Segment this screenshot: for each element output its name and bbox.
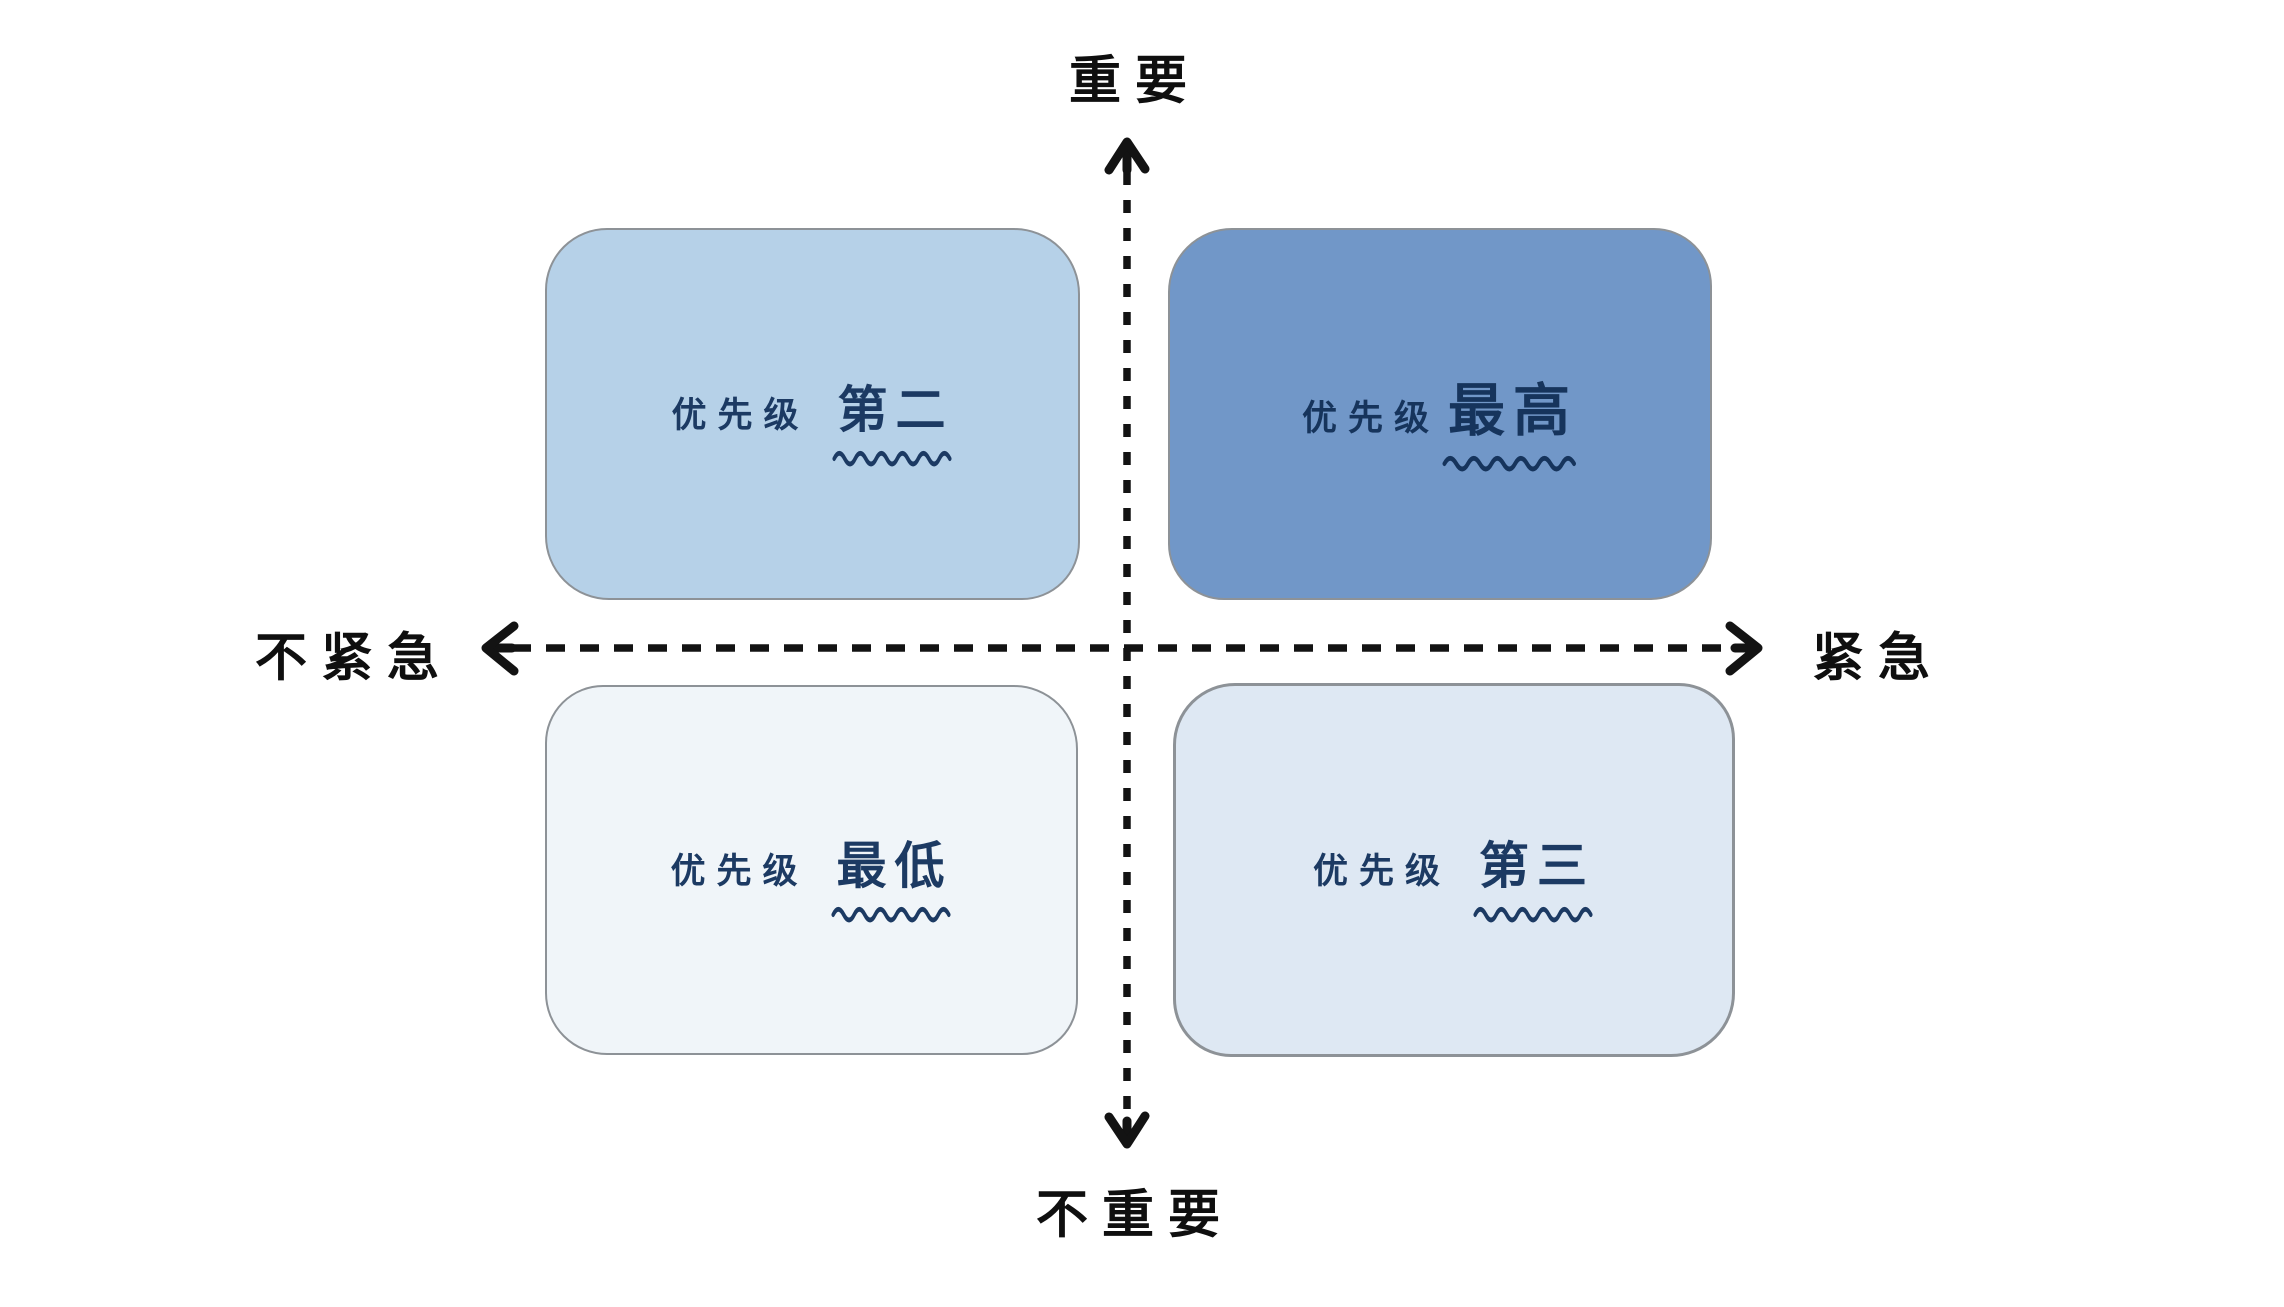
quadrant-level: 最低: [836, 837, 953, 895]
quadrant-level: 第二: [837, 381, 954, 439]
vertical-axis: [1104, 137, 1150, 1149]
axis-label-important: 重要: [1068, 51, 1202, 112]
quadrant-top-left: 优先级 第二: [545, 228, 1080, 600]
quadrant-bottom-right: 优先级 第三: [1173, 683, 1735, 1057]
axis-label-not-urgent: 不紧急: [254, 628, 454, 689]
wavy-underline-icon: [831, 906, 951, 923]
quadrant-level-wrap: 最高: [1442, 365, 1578, 472]
horizontal-axis: [481, 621, 1763, 676]
quadrant-bottom-left: 优先级 最低: [545, 685, 1078, 1055]
arrow-up-icon: [1104, 137, 1150, 175]
arrow-left-icon: [481, 621, 519, 676]
quadrant-prefix: 优先级: [1312, 852, 1451, 892]
quadrant-prefix: 优先级: [670, 852, 809, 892]
quadrant-prefix: 优先级: [1301, 399, 1440, 439]
quadrant-level-wrap: 第二: [832, 370, 954, 467]
wavy-underline-icon: [1442, 455, 1576, 472]
axis-label-urgent: 紧急: [1811, 628, 1945, 689]
quadrant-level-wrap: 第三: [1473, 826, 1595, 923]
quadrant-level: 第三: [1479, 837, 1595, 895]
quadrant-level: 最高: [1448, 378, 1578, 444]
quadrant-top-right: 优先级 最高: [1168, 228, 1712, 600]
quadrant-prefix: 优先级: [671, 396, 810, 436]
wavy-underline-icon: [832, 450, 952, 467]
arrow-right-icon: [1725, 621, 1763, 676]
axis-label-not-important: 不重要: [1035, 1185, 1235, 1246]
wavy-underline-icon: [1473, 906, 1593, 923]
arrow-down-icon: [1104, 1111, 1150, 1149]
quadrant-level-wrap: 最低: [831, 826, 953, 923]
